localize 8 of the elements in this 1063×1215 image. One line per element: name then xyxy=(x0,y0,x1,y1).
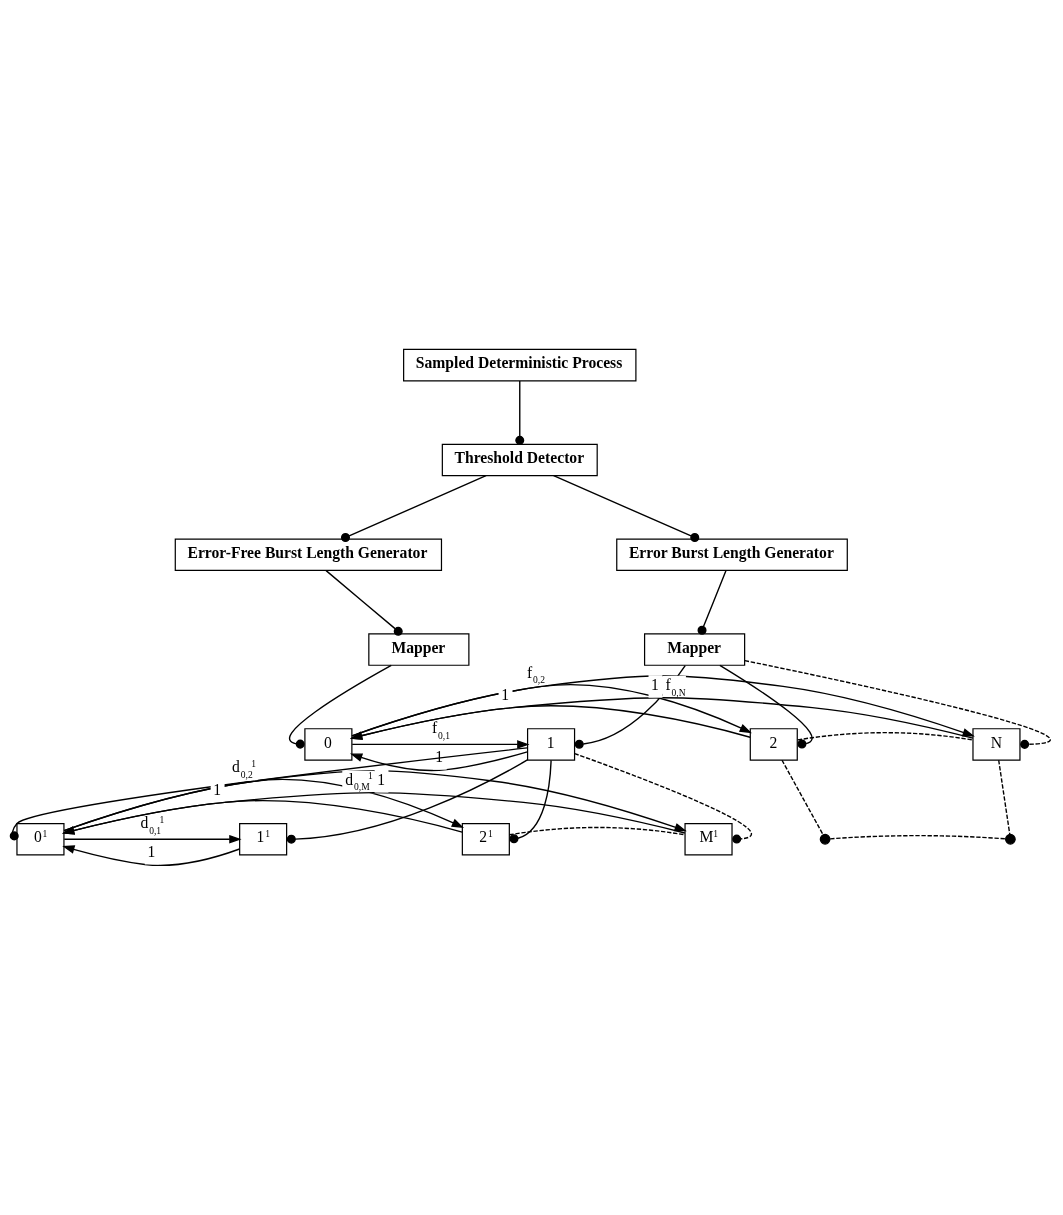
edge-label: f$_{0,N}$ xyxy=(665,676,686,698)
edge-label: f$_{0,1}$ xyxy=(431,719,450,741)
edge-label: 1 xyxy=(213,780,222,798)
edge-label: 1 xyxy=(501,686,510,704)
edge-label: f$_{0,2}$ xyxy=(526,663,545,686)
edge-label: 1 xyxy=(147,842,156,860)
edge-label: 1 xyxy=(651,676,659,694)
edge-label: 1 xyxy=(377,771,385,789)
